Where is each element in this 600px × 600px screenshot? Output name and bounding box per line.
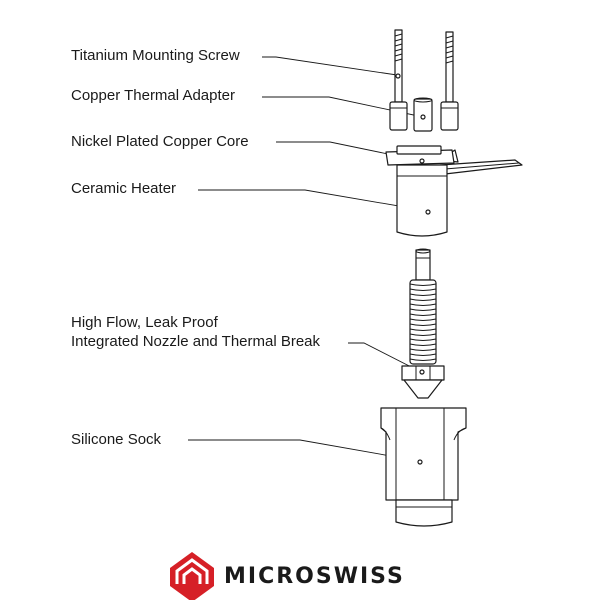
screw-right-head [440,101,459,131]
microswiss-logo-icon [170,552,214,600]
label-nozzle-line-2: Integrated Nozzle and Thermal Break [71,333,321,350]
label-nickel-plated-copper-core: Nickel Plated Copper Core [71,133,249,150]
leader-sock [188,439,420,462]
integrated-nozzle-thermal-break [401,248,445,399]
label-ceramic-heater: Ceramic Heater [71,180,176,197]
leader-screw [262,56,398,76]
leader-heater [198,189,429,212]
label-titanium-mounting-screw: Titanium Mounting Screw [71,47,240,64]
microswiss-logo: MICROSWISS [170,552,405,600]
nickel-plated-copper-core [385,145,523,175]
leader-nozzle [348,342,422,373]
leader-lines [188,56,429,462]
brand-name: MICROSWISS [224,564,405,589]
silicone-sock [380,407,467,527]
ceramic-heater [396,164,448,237]
label-nozzle-line-1: High Flow, Leak Proof [71,314,219,331]
label-copper-thermal-adapter: Copper Thermal Adapter [71,87,235,104]
screw-left-head [389,101,408,131]
titanium-mounting-screws [389,29,459,131]
label-silicone-sock: Silicone Sock [71,431,162,448]
copper-thermal-adapter [413,97,433,132]
